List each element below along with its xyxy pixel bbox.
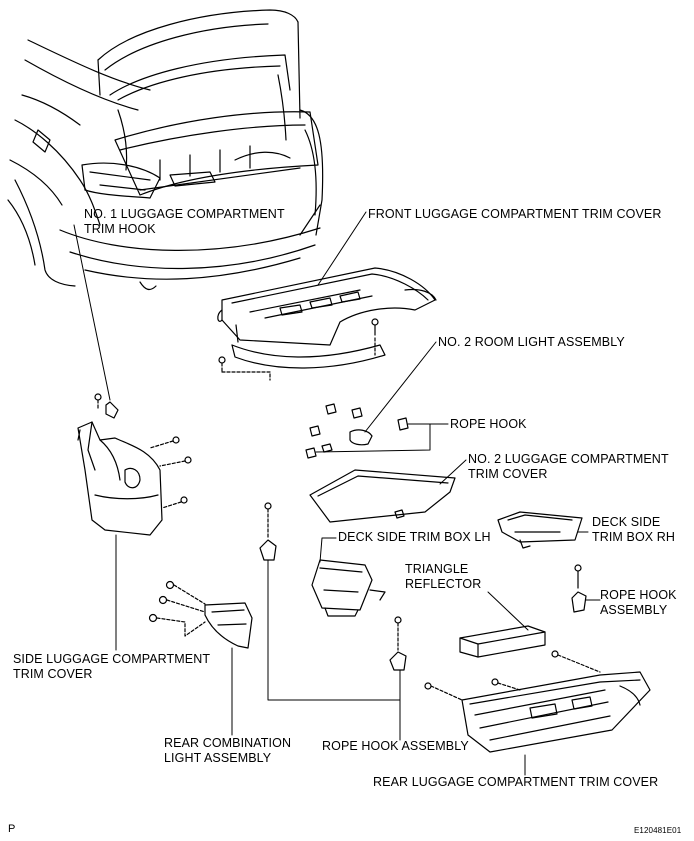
- room-light-illustration: [305, 403, 409, 459]
- rear-light-nuts: [148, 580, 206, 637]
- deck-box-lh-illustration: [311, 559, 386, 617]
- label-rope-hook-assembly-right: ROPE HOOK ASSEMBLY: [600, 588, 677, 617]
- figure-code: E120481E01: [634, 826, 682, 835]
- side-cover-clips: [149, 436, 192, 509]
- no2-trim-cover-illustration: [309, 469, 456, 523]
- label-no2-trim-cover: NO. 2 LUGGAGE COMPARTMENT TRIM COVER: [468, 452, 669, 481]
- rope-hook-right-illustration: [571, 564, 587, 613]
- label-triangle-reflector: TRIANGLE REFLECTOR: [405, 562, 482, 591]
- label-no1-trim-hook: NO. 1 LUGGAGE COMPARTMENT TRIM HOOK: [84, 207, 285, 236]
- rope-hook-middle-illustration: [259, 502, 407, 671]
- deck-box-rh-illustration: [497, 511, 583, 549]
- label-rope-hook-assembly-bottom: ROPE HOOK ASSEMBLY: [322, 739, 469, 753]
- front-cover-clips: [218, 318, 379, 381]
- label-rear-combination-light: REAR COMBINATION LIGHT ASSEMBLY: [164, 736, 292, 765]
- triangle-reflector-illustration: [459, 625, 546, 658]
- side-trim-cover-illustration: [77, 421, 163, 536]
- label-rope-hook: ROPE HOOK: [450, 417, 527, 431]
- front-trim-cover-illustration: [217, 267, 437, 369]
- rear-cover-screws: [424, 650, 601, 701]
- label-side-trim-cover: SIDE LUGGAGE COMPARTMENT TRIM COVER: [13, 652, 211, 681]
- label-deck-box-lh: DECK SIDE TRIM BOX LH: [338, 530, 491, 544]
- car-illustration: [7, 9, 324, 291]
- label-rear-trim-cover: REAR LUGGAGE COMPARTMENT TRIM COVER: [373, 775, 659, 789]
- rear-trim-cover-illustration: [461, 671, 651, 753]
- label-deck-box-rh: DECK SIDE TRIM BOX RH: [592, 515, 676, 544]
- label-front-trim-cover: FRONT LUGGAGE COMPARTMENT TRIM COVER: [368, 207, 662, 221]
- label-no2-room-light: NO. 2 ROOM LIGHT ASSEMBLY: [438, 335, 625, 349]
- leader-lines: [73, 211, 601, 776]
- rear-combination-light-illustration: [204, 602, 253, 649]
- trim-hook-illustration: [94, 393, 119, 419]
- corner-mark-left: P: [8, 823, 16, 835]
